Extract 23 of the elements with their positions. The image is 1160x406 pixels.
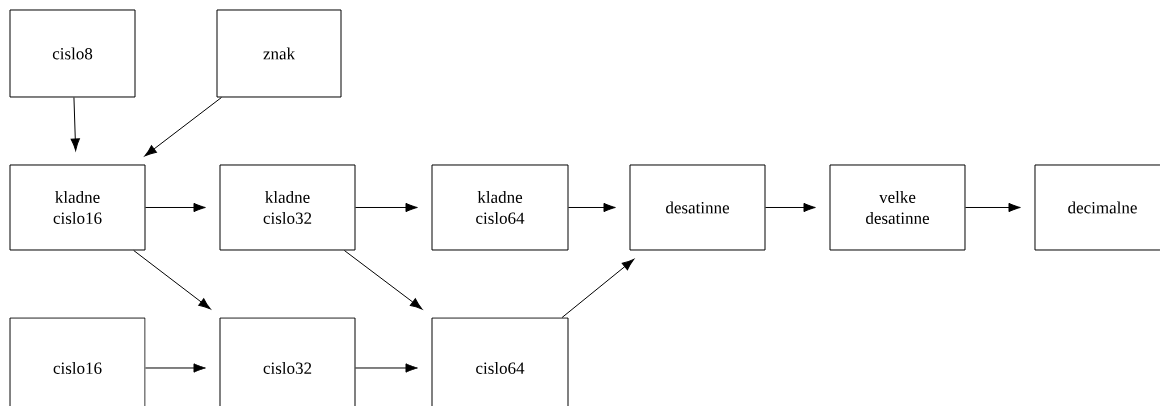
process-box: cislo64 bbox=[431, 317, 569, 406]
process-box: znak bbox=[216, 9, 342, 98]
process-box: velke desatinne bbox=[829, 164, 966, 251]
arrow bbox=[561, 258, 635, 318]
arrow bbox=[765, 202, 816, 213]
process-box: cislo8 bbox=[9, 9, 136, 98]
arrow bbox=[355, 363, 418, 373]
arrow bbox=[133, 250, 211, 310]
arrow bbox=[568, 202, 616, 213]
process-box: kladne cislo32 bbox=[219, 164, 356, 251]
process-box: desatinne bbox=[629, 164, 766, 251]
process-box: kladne cislo64 bbox=[431, 164, 569, 251]
process-box: kladne cislo16 bbox=[9, 164, 146, 251]
arrow bbox=[343, 250, 423, 310]
process-box: cislo16 bbox=[9, 317, 146, 406]
arrow bbox=[70, 97, 80, 151]
arrow bbox=[145, 202, 206, 213]
arrow bbox=[145, 363, 206, 373]
arrow bbox=[144, 97, 222, 157]
process-box: cislo32 bbox=[219, 317, 356, 406]
process-box: decimalne bbox=[1034, 164, 1160, 251]
arrow bbox=[355, 202, 418, 213]
arrow bbox=[965, 202, 1021, 213]
